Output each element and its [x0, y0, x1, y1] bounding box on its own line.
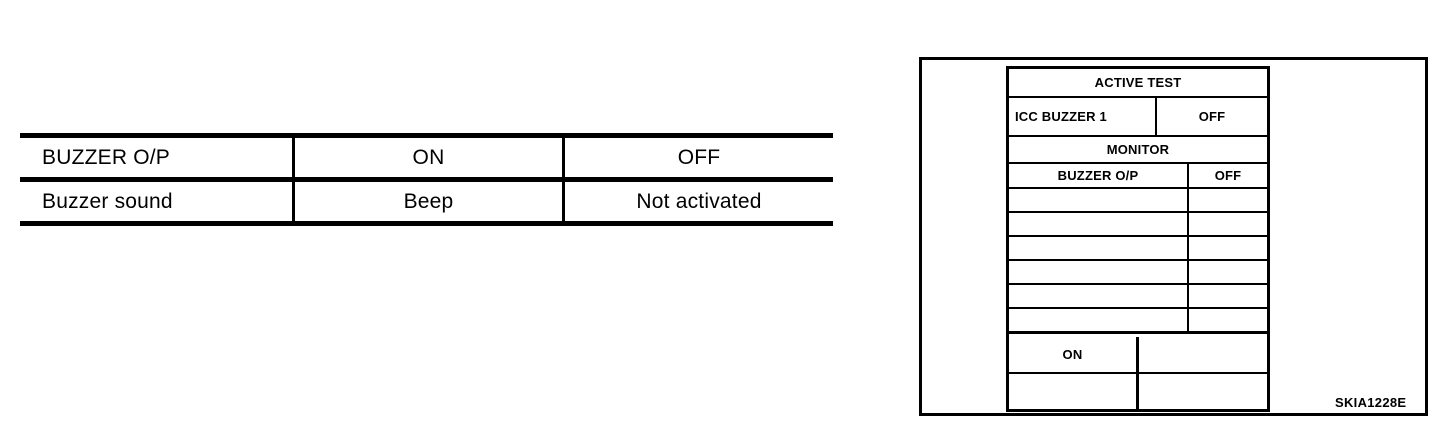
monitor-empty-cell-left	[1009, 189, 1189, 211]
figure-reference-code: SKIA1228E	[1335, 395, 1407, 410]
monitor-signal-value: OFF	[1214, 168, 1242, 183]
button-row-bottom	[1009, 374, 1267, 409]
monitor-empty-cell-right	[1189, 237, 1267, 259]
monitor-empty-row	[1009, 189, 1267, 213]
monitor-empty-cell-right	[1189, 309, 1267, 331]
table-cell-sound-on: Beep	[403, 189, 454, 213]
consult-screen: ACTIVE TEST ICC BUZZER 1 OFF MONITOR BUZ…	[1006, 66, 1270, 412]
monitor-empty-cell-left	[1009, 285, 1189, 307]
monitor-empty-row	[1009, 261, 1267, 285]
monitor-empty-row	[1009, 213, 1267, 237]
active-test-item-value: OFF	[1198, 109, 1226, 124]
buzzer-operation-table: BUZZER O/P ON OFF Buzzer sound Beep Not …	[20, 133, 833, 226]
table-header-label: BUZZER O/P	[42, 145, 171, 169]
table-header-value-on: ON	[412, 145, 445, 169]
monitor-empty-cell-left	[1009, 237, 1189, 259]
active-test-title-row: ACTIVE TEST	[1009, 69, 1267, 98]
monitor-empty-cell-right	[1189, 285, 1267, 307]
table-header-value-off: OFF	[677, 145, 721, 169]
blank-button-bottom-right[interactable]	[1139, 374, 1267, 409]
blank-button-top-right[interactable]	[1139, 337, 1267, 372]
monitor-signal-name: BUZZER O/P	[1009, 164, 1189, 187]
illustration-frame: ACTIVE TEST ICC BUZZER 1 OFF MONITOR BUZ…	[919, 57, 1428, 416]
monitor-empty-row	[1009, 237, 1267, 261]
monitor-title-row: MONITOR	[1009, 137, 1267, 164]
table-cell-sound-off: Not activated	[636, 189, 762, 213]
table-top-rule	[20, 133, 833, 138]
monitor-title: MONITOR	[1106, 142, 1170, 157]
monitor-empty-cell-right	[1189, 189, 1267, 211]
button-row-top: ON	[1009, 337, 1267, 374]
monitor-empty-cell-right	[1189, 261, 1267, 283]
on-button[interactable]: ON	[1009, 337, 1139, 372]
table-row-label-buzzer-sound: Buzzer sound	[42, 189, 173, 213]
monitor-empty-cell-left	[1009, 261, 1189, 283]
monitor-empty-cell-right	[1189, 213, 1267, 235]
table-column-divider-1	[292, 138, 295, 221]
monitor-empty-cell-left	[1009, 213, 1189, 235]
table-bottom-rule	[20, 221, 833, 226]
active-test-item-row[interactable]: ICC BUZZER 1 OFF	[1009, 98, 1267, 137]
monitor-signal-row: BUZZER O/P OFF	[1009, 164, 1267, 189]
blank-button-bottom-left[interactable]	[1009, 374, 1139, 409]
monitor-empty-row	[1009, 309, 1267, 334]
table-column-divider-2	[562, 138, 565, 221]
active-test-title: ACTIVE TEST	[1094, 75, 1182, 90]
monitor-empty-cell-left	[1009, 309, 1189, 331]
monitor-empty-row	[1009, 285, 1267, 309]
table-middle-rule	[20, 177, 833, 182]
table-row: BUZZER O/P ON OFF	[20, 138, 833, 177]
table-row: Buzzer sound Beep Not activated	[20, 182, 833, 221]
active-test-item-name: ICC BUZZER 1	[1009, 98, 1157, 135]
